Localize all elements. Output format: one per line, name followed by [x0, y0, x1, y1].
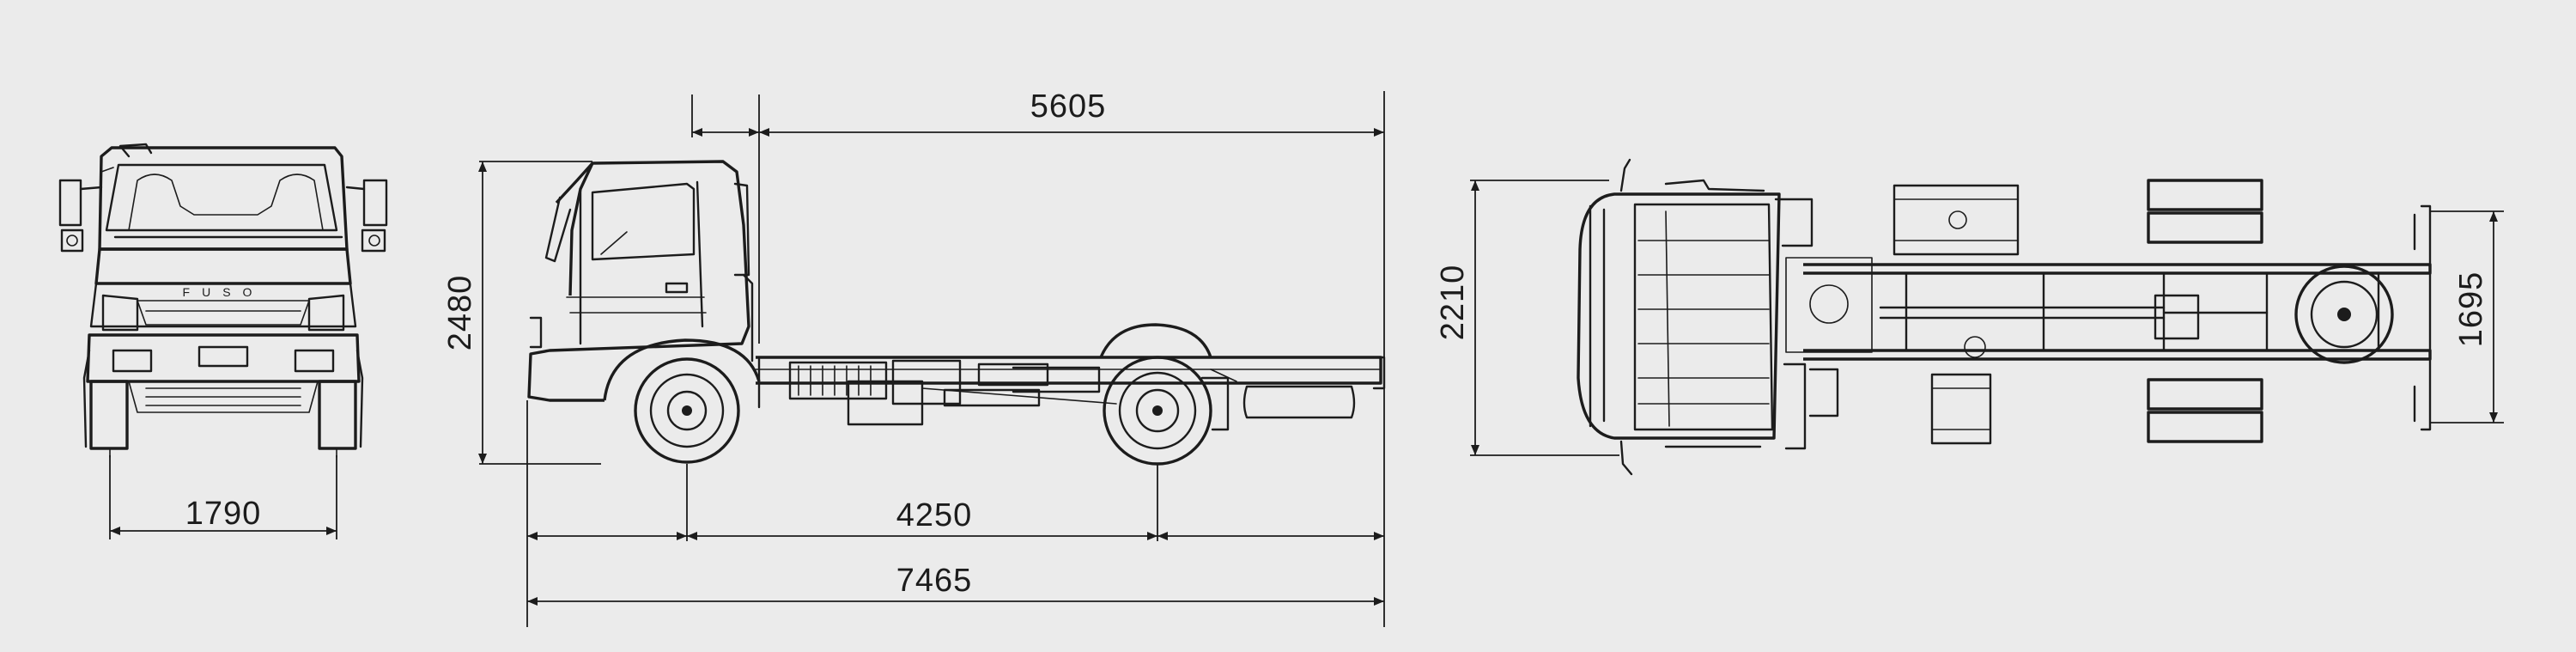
dimension-cab-height-label: 2480 — [442, 275, 478, 351]
dimension-front-track-label: 1790 — [185, 496, 262, 532]
dimension-cab-to-rear: 5605 — [691, 88, 1385, 361]
side-view — [527, 160, 1386, 466]
front-view: FUSO — [58, 143, 388, 458]
dimension-wheelbase: 4250 — [526, 388, 1385, 627]
dimension-overall-length: 7465 — [527, 563, 1384, 606]
dimension-cab-width: 2210 — [1435, 180, 1619, 456]
dimension-cab-height: 2480 — [442, 161, 601, 465]
dimension-cab-to-rear-label: 5605 — [1030, 88, 1107, 125]
dimension-cab-width-label: 2210 — [1435, 265, 1471, 341]
dimension-front-track: 1790 — [109, 455, 337, 539]
dimension-rear-frame-width-label: 1695 — [2453, 271, 2489, 348]
dimension-wheelbase-label: 4250 — [896, 497, 973, 533]
dimension-overall-length-label: 7465 — [896, 563, 973, 599]
dimension-rear-frame-width: 1695 — [2430, 210, 2504, 423]
front-logo-text: FUSO — [183, 285, 264, 299]
top-view — [1577, 158, 2432, 476]
